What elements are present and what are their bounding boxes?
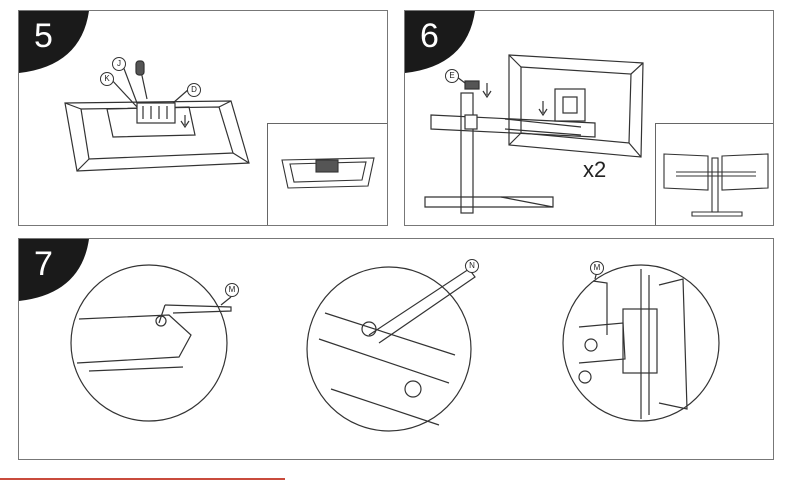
step-7-panel: 7: [18, 238, 774, 460]
detail-circle-3: [562, 264, 720, 422]
callout-m-left: M: [225, 283, 239, 297]
step-6-panel: 6 E x2: [404, 10, 774, 226]
step-number: 7: [34, 245, 53, 283]
badge-shape: [19, 239, 89, 301]
step-6-badge: 6: [405, 11, 475, 73]
step-5-badge: 5: [19, 11, 89, 73]
stand-assembly-drawing: [424, 54, 644, 214]
callout-m-right: M: [590, 261, 604, 275]
inset-monitor-drawing: [281, 157, 375, 189]
callout-j: J: [112, 57, 126, 71]
callout-k: K: [100, 72, 114, 86]
callout-d: D: [187, 83, 201, 97]
adjustment-detail-drawings: [70, 264, 720, 432]
step-6-inset: [655, 123, 773, 225]
detail-circle-2: [306, 264, 476, 432]
step-number: 6: [420, 17, 439, 55]
badge-shape: [19, 11, 89, 73]
monitor-back-drawing: [64, 60, 250, 172]
step-5-panel: 5 J K D: [18, 10, 388, 226]
callout-e: E: [445, 69, 459, 83]
badge-shape: [405, 11, 475, 73]
step-5-inset: [267, 123, 387, 225]
step-7-badge: 7: [19, 239, 89, 301]
footer-divider: [0, 478, 285, 480]
callout-n: N: [465, 259, 479, 273]
quantity-multiplier: x2: [583, 157, 607, 182]
detail-circle-1: [70, 264, 232, 422]
dual-monitor-drawing: [663, 153, 769, 217]
step-number: 5: [34, 17, 53, 55]
